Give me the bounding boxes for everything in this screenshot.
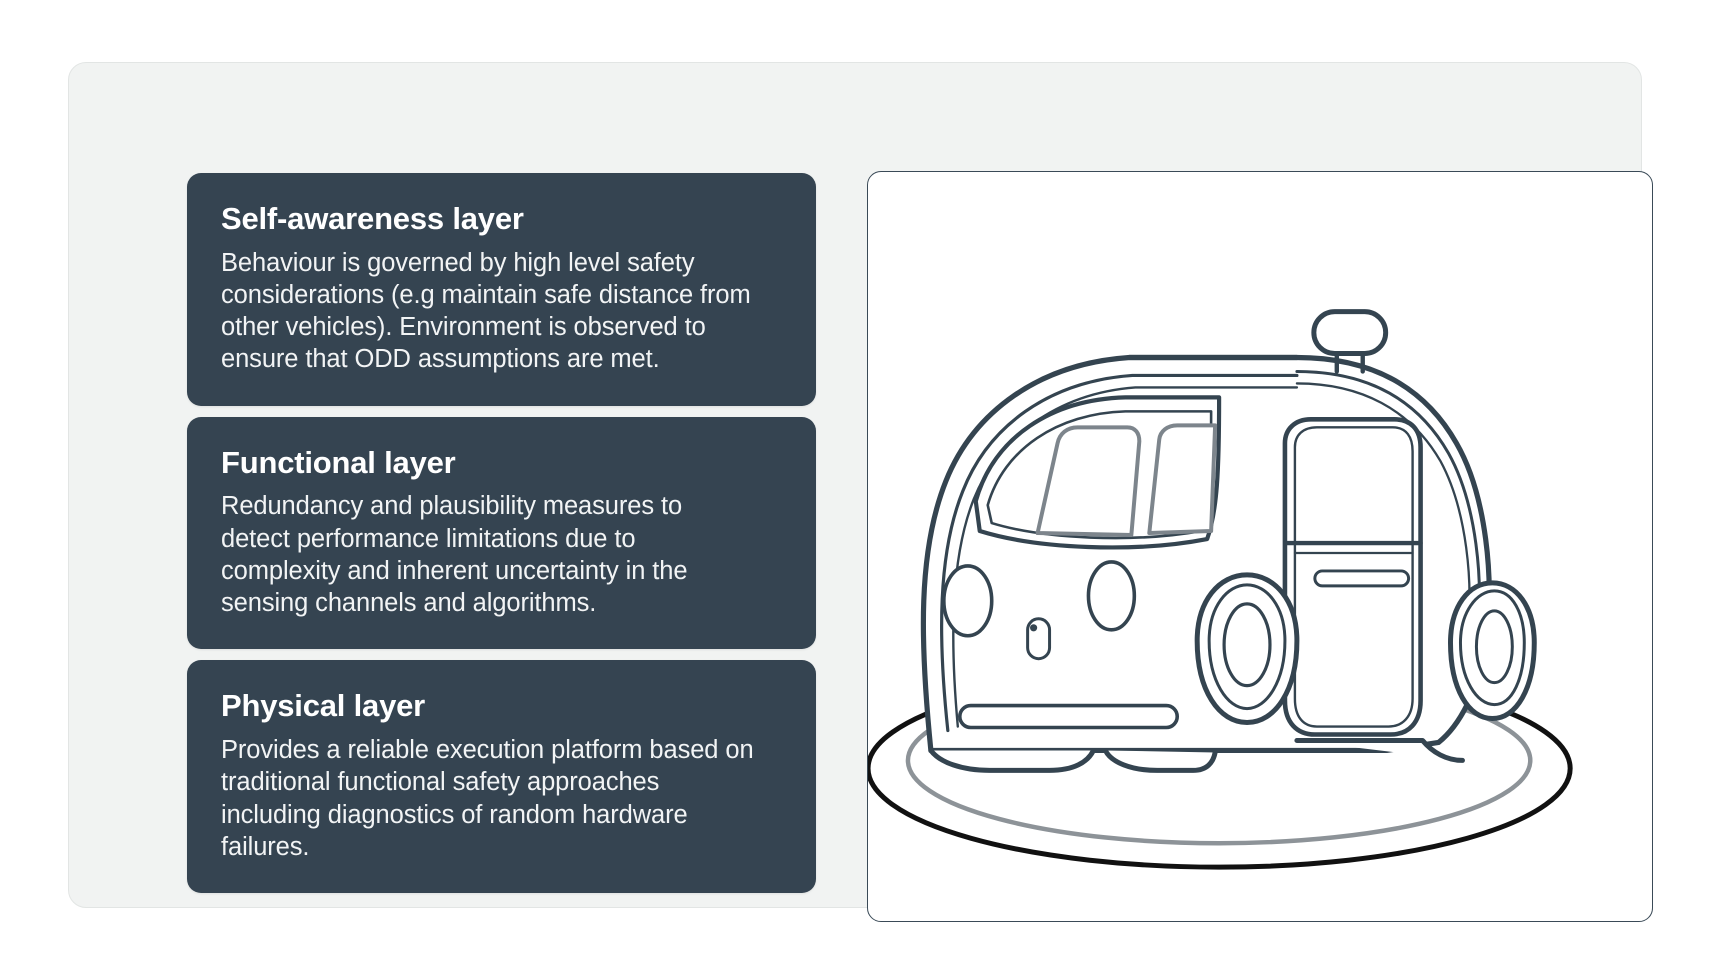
- sliding-door: [1282, 417, 1423, 737]
- layer-card-body: Behaviour is governed by high level safe…: [221, 248, 751, 374]
- front-wheel: [1194, 572, 1300, 726]
- interior-seat-left: [1035, 425, 1142, 538]
- vehicle-rear-dome-contour-2: [1295, 382, 1471, 640]
- vehicle-lower-skirt-front: [928, 747, 1096, 773]
- headlight-left: [942, 564, 994, 638]
- vehicle-lower-skirt-mid: [1102, 747, 1218, 773]
- interior-seat-right: [1147, 423, 1218, 536]
- vehicle-rear-dome-contour: [1295, 369, 1481, 643]
- lidar-sensor: [1311, 309, 1389, 374]
- rear-wheel: [1447, 580, 1537, 722]
- vehicle-illustration-panel: [867, 171, 1653, 922]
- vehicle-body-inner-contour: [940, 373, 1299, 733]
- layer-card-title: Physical layer: [221, 688, 426, 724]
- layer-card-title: Functional layer: [221, 444, 456, 480]
- layer-card-body: Provides a reliable execution platform b…: [221, 736, 754, 861]
- vehicle-body-inner-contour-2: [952, 386, 1299, 728]
- layer-card-physical: Physical layer Provides a reliable execu…: [187, 660, 816, 894]
- front-bumper-strip: [958, 703, 1180, 730]
- layer-card-self-awareness: Self-awareness layer Behaviour is govern…: [187, 173, 816, 406]
- layer-card-functional: Functional layer Redundancy and plausibi…: [187, 416, 816, 650]
- layer-card-title: Self-awareness layer: [221, 201, 524, 236]
- content-panel: Self-awareness layer Behaviour is govern…: [68, 62, 1653, 922]
- layer-card-body: Redundancy and plausibility measures to …: [221, 492, 688, 618]
- layer-cards-column: Self-awareness layer Behaviour is govern…: [187, 173, 816, 894]
- headlight-right: [1086, 560, 1137, 632]
- front-sensor: [1026, 617, 1052, 661]
- door-handle: [1313, 569, 1411, 588]
- autonomous-vehicle-illustration: [868, 309, 1573, 870]
